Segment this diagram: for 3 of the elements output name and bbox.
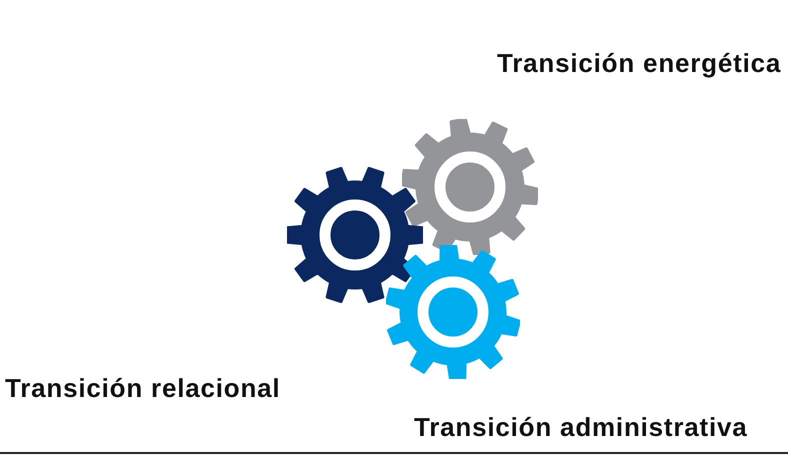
label: Transición administrativa bbox=[414, 412, 748, 442]
label: Transición relacional bbox=[5, 373, 280, 403]
label: Transición energética bbox=[497, 48, 782, 78]
